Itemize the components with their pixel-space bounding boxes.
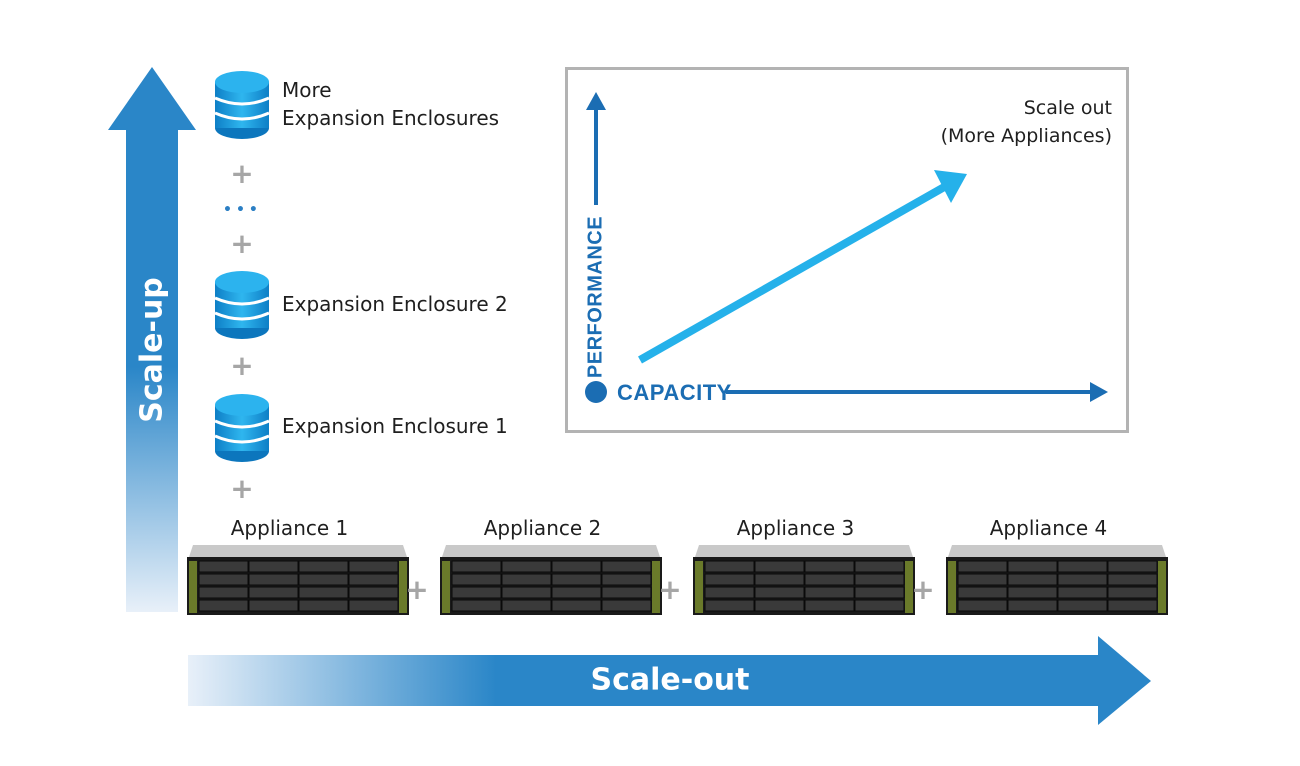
enclosure-label-2: Expansion Enclosure 2: [282, 292, 508, 316]
scale-out-note-line1: Scale out: [1023, 97, 1112, 119]
scale-out-arrow: [188, 636, 1151, 725]
server-appliance-icon: [187, 545, 409, 615]
origin-dot: [585, 381, 607, 403]
appliance-label-1: Appliance 1: [230, 516, 349, 540]
performance-axis-head: [586, 92, 606, 110]
scale-out-label: Scale-out: [590, 662, 750, 698]
plus-sign: +: [230, 472, 254, 505]
plus-sign: +: [230, 157, 254, 190]
database-icon: [214, 271, 270, 339]
database-icon: [214, 394, 270, 462]
server-appliance-icon: [693, 545, 915, 615]
scale-out-trend-arrow: [638, 182, 948, 364]
scale-out-note: Scale out (More Appliances): [941, 94, 1112, 150]
server-appliance-icon: [440, 545, 662, 615]
plus-sign: +: [658, 573, 682, 606]
enclosure-label-1: Expansion Enclosure 1: [282, 414, 508, 438]
ellipsis-icon: •••: [223, 202, 262, 218]
plus-sign: +: [405, 573, 429, 606]
plus-sign: +: [230, 349, 254, 382]
scale-out-inset-panel: Scale out (More Appliances): [565, 67, 1129, 433]
enclosure-label-more-line1: More: [282, 78, 332, 102]
enclosure-label-more-line2: Expansion Enclosures: [282, 106, 500, 130]
performance-axis-label: PERFORMANCE: [584, 215, 607, 379]
appliance-label-4: Appliance 4: [989, 516, 1108, 540]
capacity-axis-label: CAPACITY: [617, 380, 732, 405]
plus-sign: +: [230, 227, 254, 260]
server-appliance-icon: [946, 545, 1168, 615]
scale-up-arrow: [108, 67, 196, 612]
appliance-label-2: Appliance 2: [483, 516, 602, 540]
plus-sign: +: [911, 573, 935, 606]
appliance-label-3: Appliance 3: [736, 516, 855, 540]
scale-out-note-line2: (More Appliances): [940, 125, 1112, 147]
scale-out-trend-arrow-head: [934, 170, 967, 203]
database-icon: [214, 71, 270, 139]
capacity-axis-head: [1090, 382, 1108, 402]
